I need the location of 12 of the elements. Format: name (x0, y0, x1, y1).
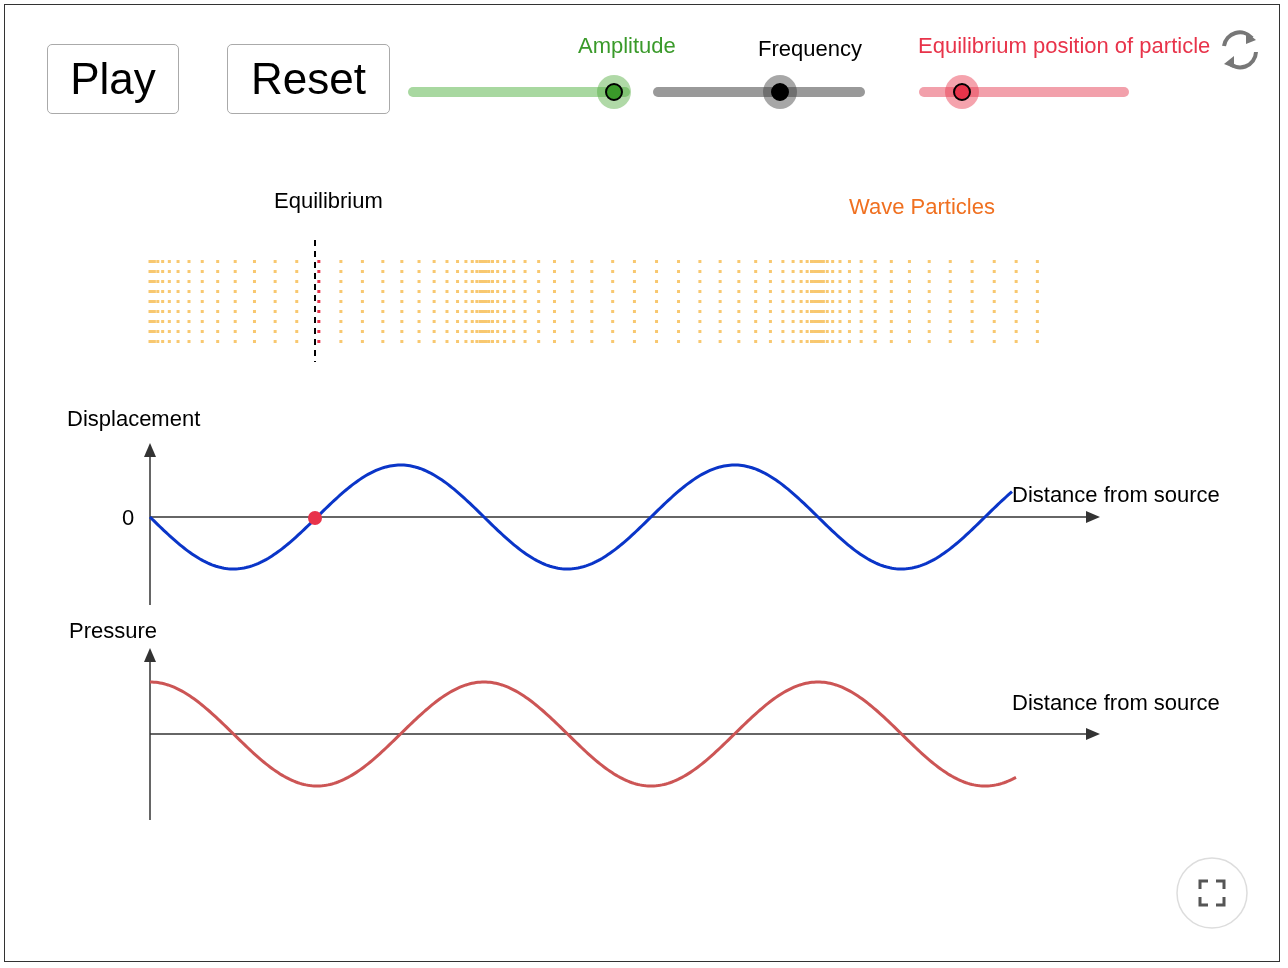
slider-label: Frequency (758, 36, 862, 62)
axis-label: Displacement (67, 406, 201, 432)
axis-label: Distance from source (1012, 482, 1220, 508)
play-button: Play (47, 44, 179, 114)
axis-label: Pressure (69, 618, 158, 644)
axis-label: Distance from source (1012, 690, 1220, 716)
heading-label: Wave Particles (849, 194, 995, 220)
line-label: Equilibrium (274, 188, 383, 214)
slider-label: Amplitude (578, 33, 676, 59)
tick-label: 0 (122, 505, 135, 531)
slider-label: Equilibrium position of particle (918, 33, 1211, 59)
reset-button: Reset (227, 44, 390, 114)
